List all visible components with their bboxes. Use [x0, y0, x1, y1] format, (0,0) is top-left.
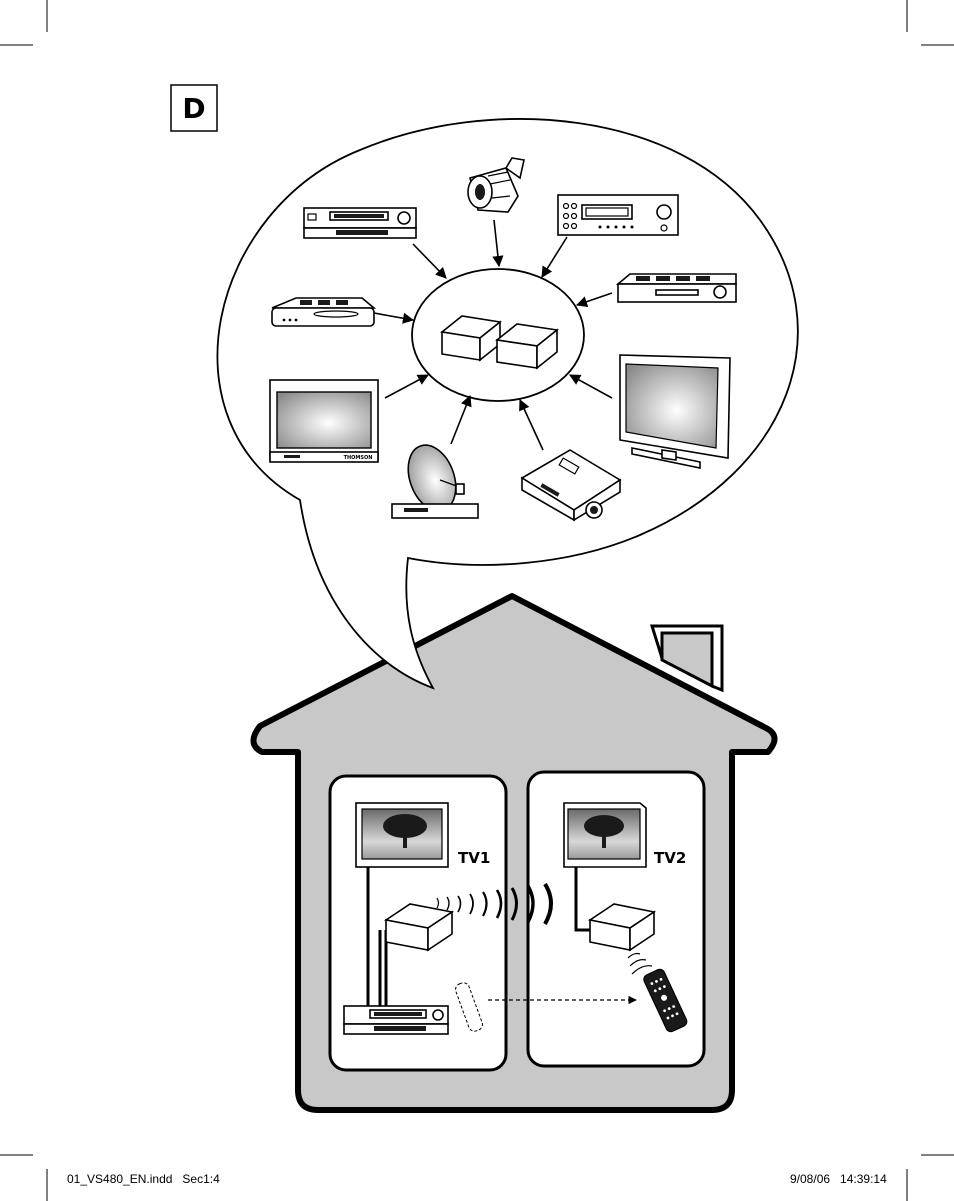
- svg-text:THOMSON: THOMSON: [344, 455, 373, 461]
- speech-bubble: [216, 118, 799, 690]
- remote-control-icon: [643, 968, 688, 1033]
- ir-waves: [627, 952, 653, 975]
- satellite-dish-icon: [391, 444, 479, 519]
- tv2-label: TV2: [654, 849, 686, 867]
- tv1-set: TV1: [355, 802, 490, 868]
- tv1-label: TV1: [458, 849, 490, 867]
- svg-text:D: D: [182, 92, 205, 125]
- tv2-set: TV2: [563, 802, 686, 868]
- tree-image: [383, 814, 427, 848]
- receiver-box: [587, 903, 657, 952]
- remote-signal-path: [455, 982, 637, 1032]
- dvd-player-icon: [615, 273, 737, 303]
- sender-box: [383, 903, 455, 952]
- camcorder-icon: [467, 157, 525, 213]
- set-top-box-icon: [271, 297, 377, 327]
- wireless-sender-receiver-pair-icon: [440, 315, 559, 370]
- panel-label: D: [170, 84, 218, 132]
- av-receiver-icon: [557, 194, 679, 236]
- crt-tv-icon: THOMSON: [269, 379, 379, 463]
- video-projector-icon: [520, 449, 622, 522]
- footer-file-info: 01_VS480_EN.indd Sec1:4: [67, 1172, 220, 1186]
- wireless-signal-waves: [436, 882, 553, 925]
- house: [250, 593, 778, 1113]
- tv2-cable: [574, 867, 594, 932]
- flat-screen-tv-icon: [619, 354, 731, 469]
- footer-timestamp: 9/08/06 14:39:14: [790, 1172, 887, 1186]
- vcr-room1: [343, 1005, 449, 1035]
- vcr-icon: [303, 207, 417, 239]
- signal-arrows: [373, 219, 613, 451]
